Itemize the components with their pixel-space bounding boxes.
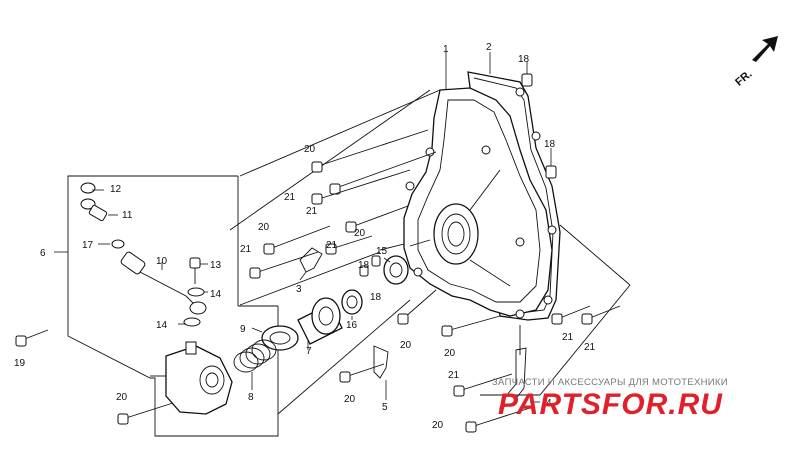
leader-lines bbox=[92, 52, 552, 403]
part-label: 21 bbox=[306, 206, 318, 217]
part-label: 18 bbox=[370, 292, 382, 303]
part-label: 18 bbox=[358, 260, 370, 271]
clip-4 bbox=[499, 347, 527, 409]
part-label: 20 bbox=[304, 144, 316, 155]
flange-bolts bbox=[15, 129, 621, 433]
front-direction-indicator: FR. bbox=[733, 36, 778, 89]
part-label: 20 bbox=[116, 392, 128, 403]
watermark: ЗАПЧАСТИ И АКСЕССУАРЫ ДЛЯ МОТОТЕХНИКИ PA… bbox=[492, 377, 728, 421]
part-label: 18 bbox=[544, 139, 556, 150]
part-label: 14 bbox=[210, 289, 222, 300]
part-label: 21 bbox=[448, 370, 460, 381]
part-label: 21 bbox=[584, 342, 596, 353]
part-label: 12 bbox=[110, 184, 122, 195]
part-label: 7 bbox=[306, 346, 312, 357]
part-label: 4 bbox=[546, 398, 552, 409]
part-label: 20 bbox=[400, 340, 412, 351]
bearing-15 bbox=[383, 255, 409, 285]
watermark-brand: PARTSFOR.RU bbox=[498, 388, 723, 421]
part-label: 5 bbox=[382, 402, 388, 413]
part-label: 21 bbox=[326, 240, 338, 251]
part-number-labels: 1 2 18 18 20 21 21 20 21 20 21 15 18 18 … bbox=[14, 42, 596, 431]
part-label: 16 bbox=[346, 320, 358, 331]
sleeve-7 bbox=[297, 297, 343, 345]
bolt-13 bbox=[189, 257, 201, 284]
part-label: 20 bbox=[258, 222, 270, 233]
oil-seal-9 bbox=[261, 325, 299, 351]
clip-3 bbox=[299, 247, 323, 273]
part-label: 19 bbox=[14, 358, 26, 369]
part-label: 20 bbox=[432, 420, 444, 431]
part-label: 17 bbox=[82, 240, 94, 251]
part-label: 1 bbox=[443, 44, 449, 55]
part-label: 14 bbox=[156, 320, 168, 331]
part-label: 15 bbox=[376, 246, 388, 257]
part-label: 8 bbox=[248, 392, 254, 403]
clip-5 bbox=[373, 345, 389, 379]
part-label: 9 bbox=[240, 324, 246, 335]
part-label: 13 bbox=[210, 260, 222, 271]
bleeder-11-12 bbox=[80, 182, 125, 249]
part-label: 21 bbox=[284, 192, 296, 203]
part-label: 11 bbox=[122, 210, 133, 221]
slave-cylinder bbox=[150, 341, 233, 415]
part-label: 20 bbox=[344, 394, 356, 405]
part-label: 21 bbox=[240, 244, 252, 255]
part-label: 21 bbox=[562, 332, 574, 343]
part-label: 3 bbox=[296, 284, 302, 295]
dowel-pins bbox=[359, 73, 557, 277]
bearing-16 bbox=[341, 289, 363, 315]
part-label: 20 bbox=[444, 348, 456, 359]
part-label: 2 bbox=[486, 42, 492, 53]
part-label: 18 bbox=[518, 54, 530, 65]
reference-lines bbox=[54, 89, 631, 437]
watermark-tagline: ЗАПЧАСТИ И АКСЕССУАРЫ ДЛЯ МОТОТЕХНИКИ bbox=[492, 377, 728, 388]
front-direction-label: FR. bbox=[733, 68, 754, 89]
part-label: 10 bbox=[156, 256, 168, 267]
hose-10 bbox=[120, 251, 207, 315]
part-label: 20 bbox=[354, 228, 366, 239]
rear-cover bbox=[403, 87, 557, 319]
spring-8 bbox=[233, 339, 277, 373]
part-label: 6 bbox=[40, 248, 46, 259]
